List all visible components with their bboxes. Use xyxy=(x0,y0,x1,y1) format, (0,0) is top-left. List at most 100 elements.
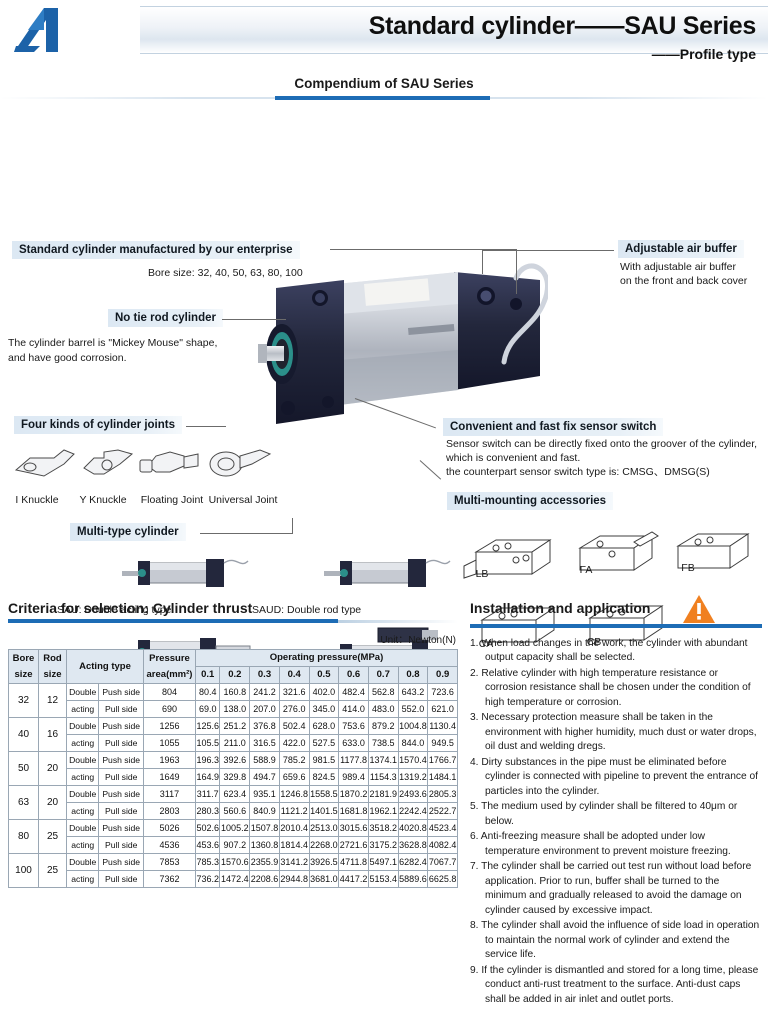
callout-air-buffer-note2: on the front and back cover xyxy=(620,275,748,287)
criteria-rule-fade xyxy=(338,620,458,623)
cell-thrust-value: 527.5 xyxy=(308,734,340,752)
cell-thrust-value: 251.2 xyxy=(219,717,251,735)
installation-rule xyxy=(470,624,762,628)
cell-thrust-value: 723.6 xyxy=(427,683,458,701)
leader-line-air-buffer-v xyxy=(482,250,483,274)
leader-line-no-tie-rod xyxy=(222,319,286,320)
cell-thrust-value: 164.9 xyxy=(194,768,221,786)
cell-pressure-area: 804 xyxy=(142,683,196,701)
cell-side: Push side xyxy=(98,751,144,769)
cell-thrust-value: 80.4 xyxy=(194,683,221,701)
callout-air-buffer-note1: With adjustable air buffer xyxy=(620,261,736,273)
cell-thrust-value: 949.5 xyxy=(427,734,458,752)
cell-thrust-value: 483.0 xyxy=(367,700,399,718)
installation-note-item: The cylinder shall be carried out test r… xyxy=(481,861,752,916)
cell-thrust-value: 453.6 xyxy=(194,836,221,854)
installation-note-item: When load changes in the work, the cylin… xyxy=(481,638,748,664)
cell-thrust-value: 502.6 xyxy=(194,819,221,837)
cell-thrust-value: 316.5 xyxy=(249,734,280,752)
cell-thrust-value: 4020.8 xyxy=(397,819,429,837)
cell-thrust-value: 482.4 xyxy=(338,683,369,701)
cell-side: Push side xyxy=(98,717,144,735)
joint-label-y-knuckle: Y Knuckle xyxy=(79,494,127,506)
cell-thrust-value: 623.4 xyxy=(219,785,251,803)
cell-thrust-value: 1121.2 xyxy=(278,802,310,820)
th-p-0-6: 0.6 xyxy=(338,666,369,684)
cell-thrust-value: 207.0 xyxy=(249,700,280,718)
th-rod-size: Rod size xyxy=(38,649,67,684)
cell-thrust-value: 1360.8 xyxy=(249,836,280,854)
cell-thrust-value: 5153.4 xyxy=(367,870,399,888)
th-p-0-3: 0.3 xyxy=(249,666,280,684)
callout-no-tie-rod-chip: No tie rod cylinder xyxy=(108,309,223,327)
cell-thrust-value: 2944.8 xyxy=(278,870,310,888)
company-a-logo xyxy=(14,8,58,52)
callout-no-tie-rod-note2: and have good corrosion. xyxy=(8,352,127,364)
cell-thrust-value: 659.6 xyxy=(278,768,310,786)
cell-thrust-value: 276.0 xyxy=(278,700,310,718)
cell-pressure-area: 5026 xyxy=(142,819,196,837)
cell-thrust-value: 753.6 xyxy=(338,717,369,735)
cell-thrust-value: 840.9 xyxy=(249,802,280,820)
cell-thrust-value: 633.0 xyxy=(338,734,369,752)
installation-note-item: Necessary protection measure shall be ta… xyxy=(481,712,757,753)
cell-thrust-value: 1004.8 xyxy=(397,717,429,735)
cell-acting-type: Double xyxy=(65,785,100,803)
cell-thrust-value: 1484.1 xyxy=(427,768,458,786)
cell-thrust-value: 1130.4 xyxy=(427,717,458,735)
callout-no-tie-rod-note1: The cylinder barrel is "Mickey Mouse" sh… xyxy=(8,337,218,349)
mounting-label-lb: LB xyxy=(475,568,489,580)
criteria-unit-label: Unit：Newton(N) xyxy=(380,635,456,646)
cell-thrust-value: 1472.4 xyxy=(219,870,251,888)
cell-thrust-value: 1681.8 xyxy=(338,802,369,820)
cell-thrust-value: 935.1 xyxy=(249,785,280,803)
cell-acting-type: acting xyxy=(65,870,100,888)
joint-label-universal-joint: Universal Joint xyxy=(208,494,278,506)
cell-acting-type: acting xyxy=(65,734,100,752)
cell-thrust-value: 1154.3 xyxy=(367,768,399,786)
cell-thrust-value: 552.0 xyxy=(397,700,429,718)
cell-thrust-value: 4523.4 xyxy=(427,819,458,837)
cell-thrust-value: 6625.8 xyxy=(427,870,458,888)
cell-side: Pull side xyxy=(98,768,144,786)
cell-thrust-value: 3141.2 xyxy=(278,853,310,871)
cell-side: Pull side xyxy=(98,734,144,752)
cell-thrust-value: 105.5 xyxy=(194,734,221,752)
page-header: Standard cylinder——SAU Series ——Profile … xyxy=(0,0,768,68)
cell-pressure-area: 4536 xyxy=(142,836,196,854)
cell-thrust-value: 4417.2 xyxy=(338,870,369,888)
cell-acting-type: Double xyxy=(65,717,100,735)
cylinder-joint-illustrations xyxy=(14,449,272,477)
joint-label-i-knuckle: I Knuckle xyxy=(15,494,59,506)
cell-thrust-value: 736.2 xyxy=(194,870,221,888)
cell-rod-size: 25 xyxy=(38,853,67,888)
installation-note-item: Relative cylinder with high temperature … xyxy=(481,667,751,708)
callout-no-tie-rod: No tie rod cylinder xyxy=(108,308,223,327)
cell-thrust-value: 402.0 xyxy=(308,683,340,701)
cell-thrust-value: 785.3 xyxy=(194,853,221,871)
cylinder-type-label-sau: SAU: Double acting type xyxy=(57,604,172,616)
cell-acting-type: acting xyxy=(65,700,100,718)
cell-acting-type: Double xyxy=(65,819,100,837)
th-p-0-4: 0.4 xyxy=(278,666,310,684)
header-band xyxy=(140,6,768,54)
cell-side: Pull side xyxy=(98,802,144,820)
callout-multi-type: Multi-type cylinder xyxy=(70,522,186,541)
callout-manufactured: Standard cylinder manufactured by our en… xyxy=(12,240,300,259)
cell-thrust-value: 2805.3 xyxy=(427,785,458,803)
cell-acting-type: Double xyxy=(65,751,100,769)
cylinder-type-image-sau xyxy=(122,559,249,587)
cell-thrust-value: 3175.2 xyxy=(367,836,399,854)
cell-side: Pull side xyxy=(98,700,144,718)
callout-multi-type-chip: Multi-type cylinder xyxy=(70,523,186,541)
callout-sensor-switch: Convenient and fast fix sensor switch xyxy=(443,417,664,436)
th-p-0-5: 0.5 xyxy=(308,666,340,684)
leader-line-air-buffer xyxy=(482,250,614,251)
cell-thrust-value: 1246.8 xyxy=(278,785,310,803)
th-acting-type: Acting type xyxy=(66,649,144,684)
